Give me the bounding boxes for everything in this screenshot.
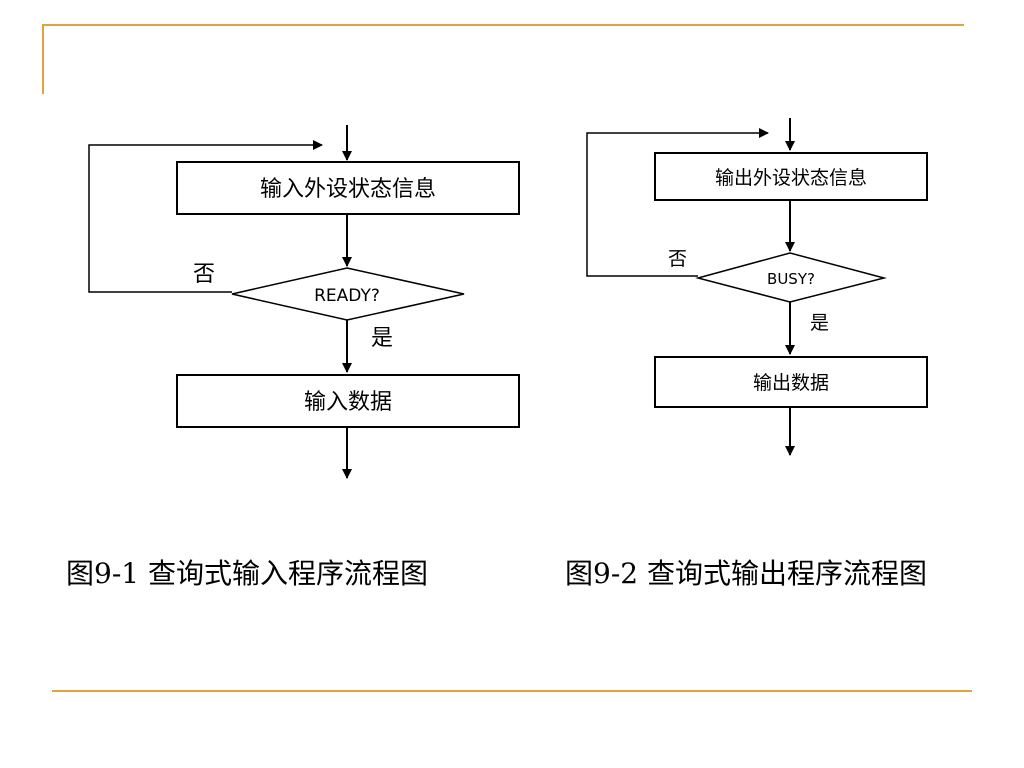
top-rule xyxy=(42,24,964,26)
figure-caption-input: 图9-1 查询式输入程序流程图 xyxy=(66,557,428,590)
yes-label: 是 xyxy=(371,326,393,351)
decision-label: READY? xyxy=(314,286,380,306)
bottom-rule xyxy=(52,690,972,692)
flowchart-input: 输入外设状态信息 READY? 否 是 输入数据 xyxy=(88,125,520,479)
no-label: 否 xyxy=(668,248,687,270)
data-box-label: 输出数据 xyxy=(753,372,829,394)
no-loop-arrow xyxy=(88,140,323,293)
process-box-label: 输出外设状态信息 xyxy=(715,167,867,189)
no-label: 否 xyxy=(193,262,215,287)
left-rule xyxy=(42,24,44,94)
data-box-output xyxy=(654,356,928,408)
no-loop-arrow xyxy=(586,128,769,277)
data-box-label: 输入数据 xyxy=(304,390,392,415)
yes-label: 是 xyxy=(810,312,829,334)
process-box-label: 输入外设状态信息 xyxy=(260,177,436,202)
data-box-input xyxy=(176,374,520,428)
process-box-input-status xyxy=(176,161,520,215)
figure-caption-output: 图9-2 查询式输出程序流程图 xyxy=(565,557,927,590)
flowchart-output: 输出外设状态信息 BUSY? 否 是 输出数据 xyxy=(586,118,928,456)
decision-label: BUSY? xyxy=(767,270,815,288)
